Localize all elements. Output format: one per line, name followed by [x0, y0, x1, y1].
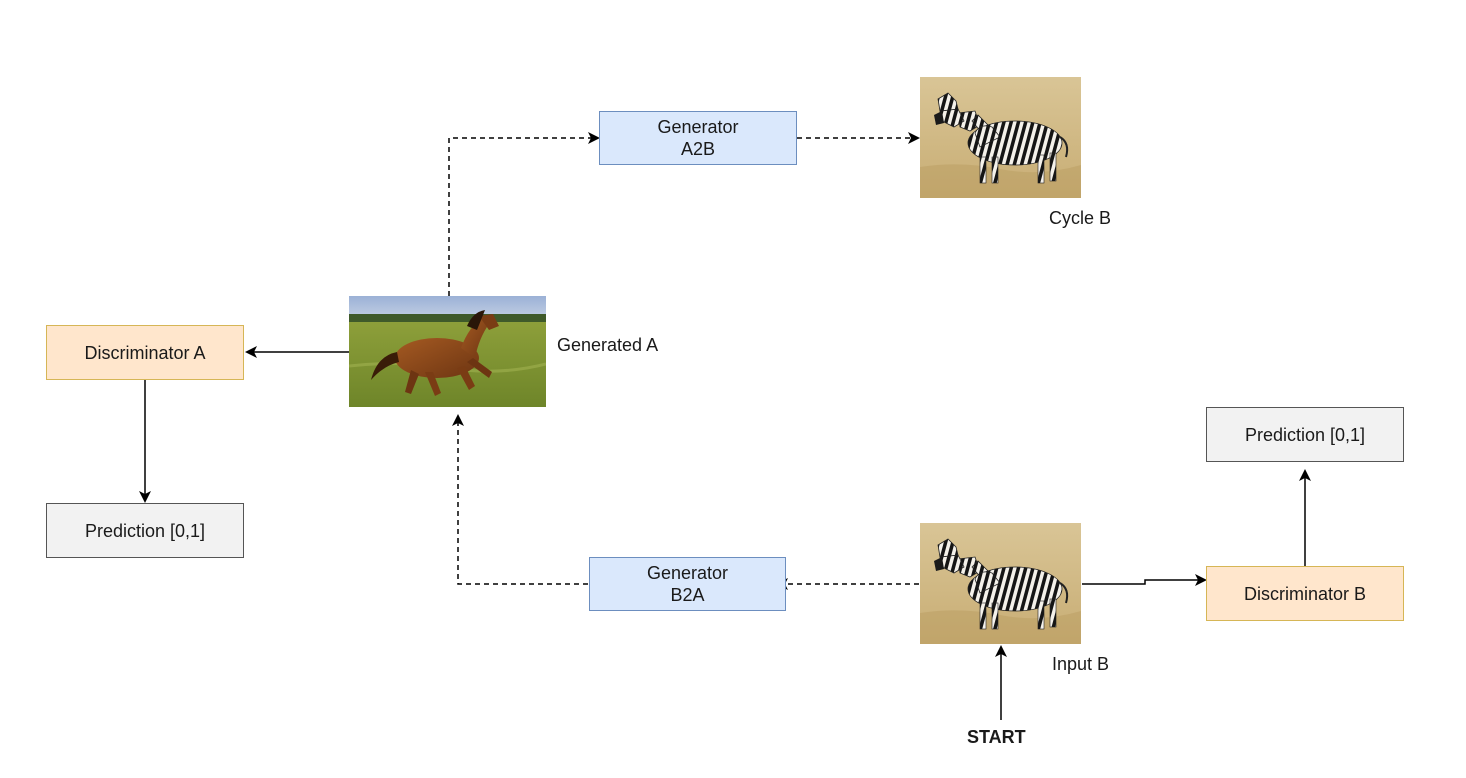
generator-a2b-line1: Generator	[657, 117, 739, 137]
generator-b2a-line1: Generator	[646, 563, 729, 583]
generator-b2a-line2: B2A	[670, 585, 705, 605]
discriminator-a-box: Discriminator A	[46, 325, 244, 380]
discriminator-b-label: Discriminator B	[1243, 583, 1367, 604]
cycle-b-label: Cycle B	[1049, 208, 1112, 228]
cycle-b-zebra-image	[920, 77, 1081, 198]
start-label: START	[967, 727, 1026, 747]
discriminator-b-box: Discriminator B	[1206, 566, 1404, 621]
prediction-a-label: Prediction [0,1]	[84, 520, 206, 541]
generated-a-label: Generated A	[557, 335, 659, 355]
arrow-generator-b2a-to-generated-a	[452, 414, 588, 585]
generator-a2b-box: Generator A2B	[599, 111, 797, 165]
arrow-input-b-to-discriminator-b	[1082, 574, 1207, 586]
arrow-generated-a-to-generator-a2b	[448, 132, 600, 296]
input-b-label: Input B	[1052, 654, 1110, 674]
prediction-a-box: Prediction [0,1]	[46, 503, 244, 558]
prediction-b-box: Prediction [0,1]	[1206, 407, 1404, 462]
generator-a2b-line2: A2B	[680, 139, 716, 159]
generated-a-horse-image	[349, 296, 546, 407]
generator-b2a-box: Generator B2A	[589, 557, 786, 611]
prediction-b-label: Prediction [0,1]	[1244, 424, 1366, 445]
discriminator-a-label: Discriminator A	[84, 342, 206, 363]
input-b-zebra-image	[920, 523, 1081, 644]
